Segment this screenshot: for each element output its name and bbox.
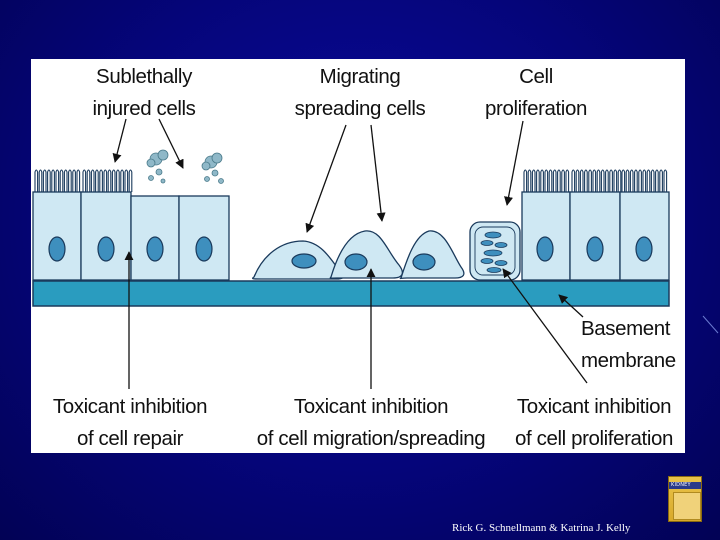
microvillus <box>663 169 668 192</box>
microvillus <box>99 169 103 192</box>
label-migrating-line2: spreading cells <box>295 97 426 120</box>
dividing-cell <box>469 221 521 281</box>
microvillus <box>59 169 64 192</box>
microvillus <box>659 169 663 192</box>
label-repair-line2: of cell repair <box>77 427 184 450</box>
microvillus <box>642 169 647 192</box>
book-cover-image: KIDNEY <box>668 476 702 522</box>
label-prolifinh-line2: of cell proliferation <box>515 427 673 450</box>
microvillus <box>584 169 588 192</box>
microvillus <box>613 169 618 192</box>
right-nuclei <box>536 236 653 262</box>
microvillus <box>76 169 81 192</box>
spreading-cell-2 <box>329 230 404 279</box>
basement-membrane <box>32 280 670 307</box>
microvillus <box>565 169 570 192</box>
label-proliferation-line2: proliferation <box>485 97 587 120</box>
microvillus <box>523 169 528 192</box>
microvillus <box>552 169 557 192</box>
microvillus <box>609 169 613 192</box>
microvillus <box>634 169 638 192</box>
microvillus <box>561 169 565 192</box>
microvillus <box>95 169 99 192</box>
microvillus <box>592 169 597 192</box>
cell-repair-diagram: Sublethally injured cells Migrating spre… <box>32 65 676 450</box>
microvillus <box>540 169 544 192</box>
label-basement-line2: membrane <box>581 349 676 372</box>
microvillus <box>579 169 584 192</box>
microvillus <box>650 169 655 192</box>
microvillus <box>42 169 47 192</box>
microvillus <box>103 169 108 192</box>
membrane-blebs <box>146 149 224 184</box>
microvillus <box>63 169 68 192</box>
book-cover-band <box>669 482 701 489</box>
microvillus <box>72 169 76 192</box>
microvilli-right <box>523 169 668 192</box>
microvillus <box>605 169 609 192</box>
right-epithelial-cells <box>521 191 670 281</box>
spreading-cell-3 <box>399 230 465 280</box>
microvillus <box>621 169 626 192</box>
label-sublethally-line1: Sublethally <box>96 65 193 88</box>
microvilli-left <box>34 169 133 192</box>
cell-2 <box>80 191 132 281</box>
book-cover-title: KIDNEY <box>671 482 691 488</box>
microvillus <box>124 169 129 192</box>
pointer-arrows <box>112 118 588 389</box>
microvillus <box>527 169 532 192</box>
decor-slash-line <box>702 315 719 334</box>
label-basement-line1: Basement <box>581 317 671 340</box>
label-migration-line2: of cell migration/spreading <box>257 427 486 450</box>
microvillus <box>55 169 60 192</box>
microvillus <box>575 169 580 192</box>
microvillus <box>544 169 549 192</box>
microvillus <box>596 169 601 192</box>
microvillus <box>51 169 55 192</box>
cell-5 <box>521 191 571 281</box>
label-repair-line1: Toxicant inhibition <box>53 395 207 418</box>
microvillus <box>120 169 124 192</box>
microvillus <box>557 169 561 192</box>
microvillus <box>47 169 51 192</box>
microvillus <box>600 169 605 192</box>
microvillus <box>128 169 133 192</box>
microvillus <box>617 169 622 192</box>
microvillus <box>90 169 95 192</box>
label-sublethally-line2: injured cells <box>92 97 195 120</box>
microvillus <box>107 169 112 192</box>
microvillus <box>646 169 651 192</box>
microvillus <box>548 169 553 192</box>
microvillus <box>629 169 634 192</box>
diagram-panel: Sublethally injured cells Migrating spre… <box>31 59 685 453</box>
microvillus <box>531 169 536 192</box>
label-migrating-line1: Migrating <box>320 65 401 88</box>
cell-7 <box>619 191 670 281</box>
microvillus <box>536 169 540 192</box>
microvillus <box>625 169 630 192</box>
label-migration-line1: Toxicant inhibition <box>294 395 448 418</box>
microvillus <box>571 169 576 192</box>
microvillus <box>68 169 72 192</box>
label-proliferation-line1: Cell <box>519 65 553 88</box>
microvillus <box>116 169 120 192</box>
microvillus <box>34 169 39 192</box>
cell-6 <box>569 191 621 281</box>
microvillus <box>82 169 87 192</box>
book-cover-art <box>673 492 701 520</box>
microvillus <box>588 169 592 192</box>
author-credit: Rick G. Schnellmann & Katrina J. Kelly <box>452 522 631 534</box>
microvillus <box>38 169 43 192</box>
microvillus <box>111 169 116 192</box>
spreading-nuclei <box>291 253 436 271</box>
microvillus <box>655 169 659 192</box>
microvillus <box>638 169 642 192</box>
cell-1 <box>32 191 82 281</box>
left-nuclei <box>48 236 213 262</box>
left-epithelial-cells <box>32 191 230 281</box>
microvillus <box>86 169 91 192</box>
label-prolifinh-line1: Toxicant inhibition <box>517 395 671 418</box>
